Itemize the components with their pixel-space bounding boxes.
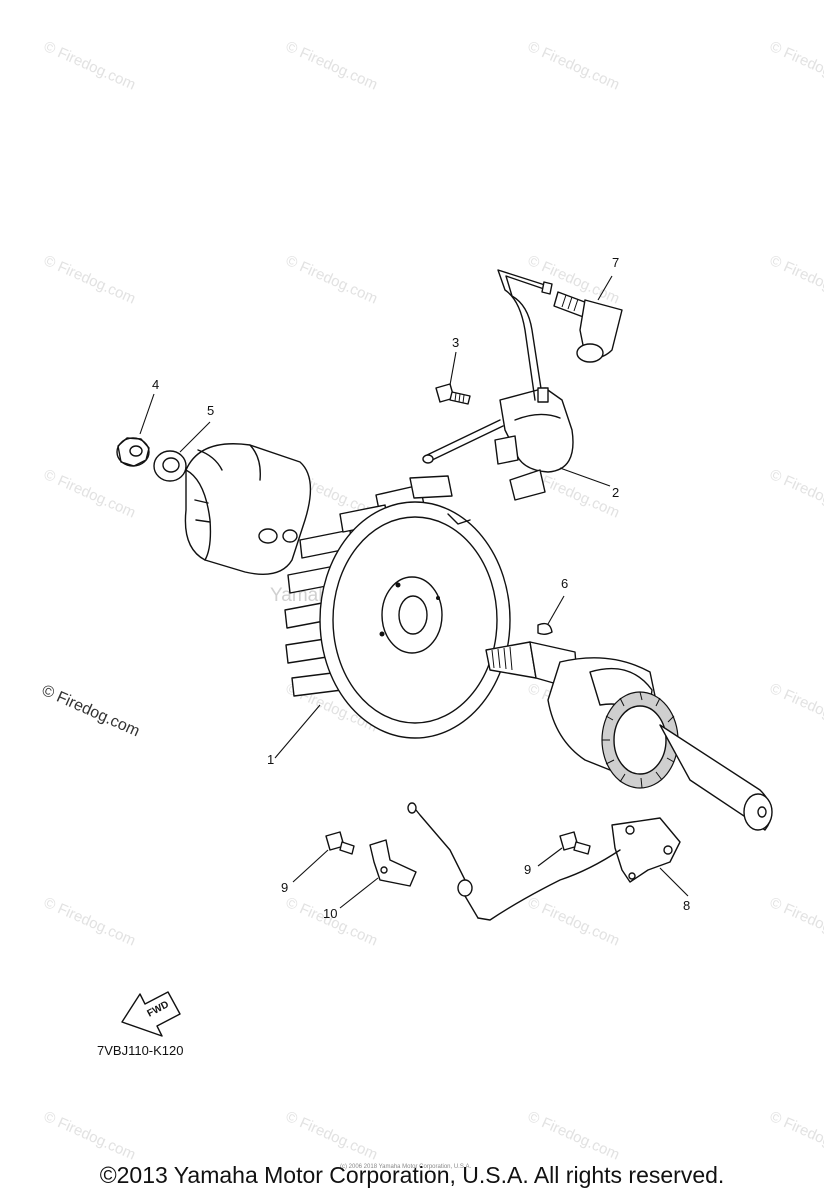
part-1-flywheel: [284, 475, 511, 739]
copyright-notice: ©2013 Yamaha Motor Corporation, U.S.A. A…: [99, 1162, 725, 1188]
part-7-plug-cap: [553, 291, 623, 363]
starter-cup: [184, 443, 312, 575]
part-8-pickup-coil: [407, 802, 681, 921]
callout-1: 1: [267, 752, 275, 767]
callout-10: 10: [323, 906, 338, 921]
callout-5: 5: [207, 403, 215, 418]
callout-8: 8: [683, 898, 691, 913]
part-5-washer: [153, 450, 187, 482]
part-6-key: [537, 622, 553, 635]
leader-lines: [139, 275, 689, 909]
callout-7: 7: [612, 255, 620, 270]
fwd-arrow-icon: FWD: [121, 991, 181, 1037]
part-10-bracket: [369, 839, 417, 887]
callout-3: 3: [452, 335, 460, 350]
part-9-bolt-right: [559, 831, 591, 855]
callout-2: 2: [612, 485, 620, 500]
part-2-ignition-coil: [422, 269, 574, 501]
crankshaft: [485, 641, 773, 831]
part-3-bolt: [435, 383, 471, 405]
callout-9-left: 9: [281, 880, 289, 895]
drawing-code: 7VBJ110-K120: [97, 1043, 184, 1058]
part-4-nut: [116, 437, 150, 467]
callout-4: 4: [152, 377, 160, 392]
tiny-copyright: (c) 2006 2018 Yamaha Motor Corporation, …: [340, 1164, 472, 1170]
callout-9-right: 9: [524, 862, 532, 877]
part-9-bolt-left: [325, 831, 355, 855]
callout-6: 6: [561, 576, 569, 591]
